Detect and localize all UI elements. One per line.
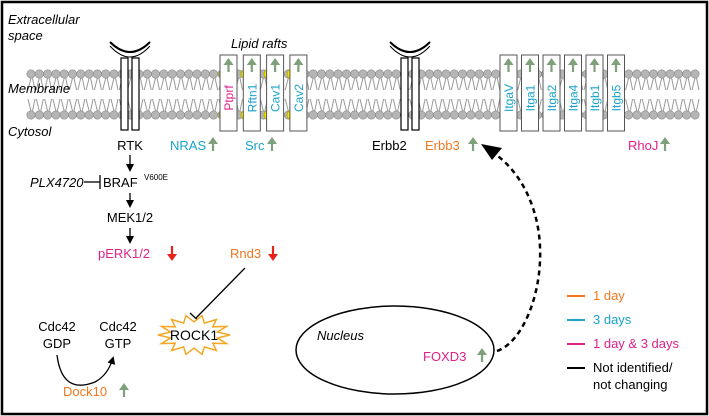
membrane-protein-itga2: Itga2 bbox=[542, 54, 561, 132]
protein-label: Ptprf bbox=[222, 85, 236, 111]
foxd3-up-arrow-icon bbox=[477, 348, 487, 362]
membrane-protein-itgb5: Itgb5 bbox=[607, 54, 625, 132]
up-arrow-icon bbox=[270, 58, 281, 72]
up-arrow-icon bbox=[611, 58, 621, 72]
braf-label: BRAF bbox=[103, 175, 138, 190]
up-arrow-icon bbox=[589, 58, 600, 72]
rhoj-label: RhoJ bbox=[628, 138, 658, 153]
cdc42-gdp-label-line2: GDP bbox=[43, 336, 71, 351]
up-arrow-icon bbox=[293, 58, 304, 72]
legend-label: 3 days bbox=[593, 312, 632, 327]
rnd3-down-arrow-icon bbox=[268, 246, 278, 261]
src-label: Src bbox=[245, 138, 265, 153]
membrane-protein-itga4: Itga4 bbox=[564, 54, 582, 132]
nucleus-label: Nucleus bbox=[317, 328, 364, 343]
extracellular-label-line1: Extracellular bbox=[8, 12, 80, 27]
up-arrow-icon bbox=[546, 58, 557, 72]
up-arrow-icon bbox=[568, 58, 578, 72]
erbb3-label: Erbb3 bbox=[425, 138, 460, 153]
nras-up-arrow-icon bbox=[208, 137, 218, 151]
membrane-protein-ptprf: Ptprf bbox=[219, 54, 238, 132]
nras-label: NRAS bbox=[170, 138, 206, 153]
cdc42-gdp-label-line1: Cdc42 bbox=[38, 319, 76, 334]
erbb3-up-arrow-icon bbox=[468, 137, 478, 151]
protein-label: ItgaV bbox=[502, 84, 516, 112]
cdc42-gtp-label-line1: Cdc42 bbox=[99, 319, 137, 334]
integrin-proteins: ItgaV Itga1 Itga2 Itga4 Itgb1 Itgb5 bbox=[499, 54, 625, 132]
rock1-burst bbox=[157, 314, 231, 356]
protein-label: Itga2 bbox=[545, 84, 559, 111]
foxd3-label: FOXD3 bbox=[423, 349, 466, 364]
up-arrow-icon bbox=[246, 58, 257, 72]
up-arrow-icon bbox=[525, 58, 535, 72]
src-up-arrow-icon bbox=[267, 137, 277, 151]
up-arrow-icon bbox=[503, 58, 514, 72]
extracellular-label-line2: space bbox=[8, 28, 43, 43]
membrane-protein-cav1: Cav1 bbox=[266, 54, 285, 132]
legend-label-not-changing-line1: Not identified/ bbox=[593, 360, 673, 375]
up-arrow-icon bbox=[223, 58, 234, 72]
lipid-rafts-label: Lipid rafts bbox=[231, 36, 288, 51]
plx4720-label: PLX4720 bbox=[30, 175, 84, 190]
gdp-to-gtp-exchange-arrow bbox=[56, 354, 116, 386]
status-arrows bbox=[119, 137, 670, 397]
braf-mutation-superscript: V600E bbox=[144, 173, 168, 182]
rock1-label: ROCK1 bbox=[170, 327, 218, 343]
protein-label: Rftn1 bbox=[245, 83, 259, 112]
erbb2-receptor bbox=[389, 41, 431, 131]
protein-label: Cav1 bbox=[269, 84, 283, 112]
cdc42-gtp-label-line2: GTP bbox=[105, 336, 132, 351]
dock10-label: Dock10 bbox=[63, 384, 107, 399]
rtk-receptor bbox=[109, 41, 151, 131]
membrane-protein-rftn1: Rftn1 bbox=[242, 54, 261, 132]
membrane-protein-itga1: Itga1 bbox=[521, 54, 539, 132]
raft-proteins: Ptprf Rftn1 Cav1 Cav2 bbox=[219, 54, 308, 132]
membrane-protein-cav2: Cav2 bbox=[289, 54, 308, 132]
protein-label: Cav2 bbox=[292, 84, 306, 112]
mek-label: MEK1/2 bbox=[107, 210, 153, 225]
nucleus-outline bbox=[295, 305, 495, 395]
perk-label: pERK1/2 bbox=[98, 246, 150, 261]
perk-down-arrow-icon bbox=[167, 246, 177, 261]
rtk-label: RTK bbox=[117, 138, 143, 153]
membrane-protein-itgav: ItgaV bbox=[499, 54, 518, 132]
protein-label: Itgb1 bbox=[588, 84, 602, 111]
membrane-label: Membrane bbox=[8, 81, 70, 96]
membrane-protein-itgb1: Itgb1 bbox=[585, 54, 604, 132]
rnd3-inhibits-rock1 bbox=[189, 267, 246, 325]
foxd3-to-erbb3-arrow bbox=[481, 144, 542, 353]
legend-label-not-changing-line2: not changing bbox=[593, 377, 667, 392]
dock10-up-arrow-icon bbox=[119, 383, 129, 397]
protein-label: Itga1 bbox=[524, 84, 538, 111]
legend-label: 1 day & 3 days bbox=[593, 336, 679, 351]
protein-label: Itga4 bbox=[567, 84, 581, 111]
cytosol-label: Cytosol bbox=[8, 124, 52, 139]
legend-label: 1 day bbox=[593, 288, 625, 303]
protein-label: Itgb5 bbox=[610, 84, 624, 111]
rhoj-up-arrow-icon bbox=[660, 137, 670, 151]
rnd3-label: Rnd3 bbox=[230, 246, 261, 261]
erbb2-label: Erbb2 bbox=[372, 138, 407, 153]
plx4720-inhibition bbox=[84, 175, 101, 189]
